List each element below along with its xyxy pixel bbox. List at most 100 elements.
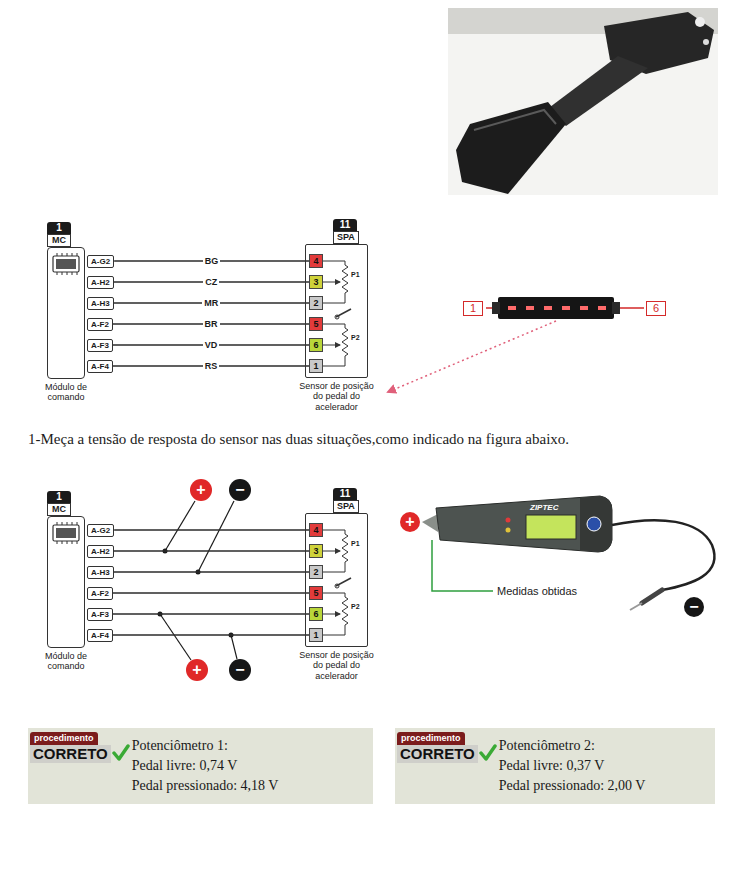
polarity-sign: − bbox=[689, 599, 698, 615]
result-line: Potenciômetro 2: bbox=[499, 736, 707, 756]
accelerator-pedal-photo bbox=[448, 8, 718, 195]
potentiometer-name: P1 bbox=[351, 539, 360, 548]
pin-number: 6 bbox=[310, 339, 322, 351]
pin-number: 3 bbox=[310, 276, 322, 288]
sensor-pin: 6 bbox=[309, 338, 323, 352]
pin-name: A-H2 bbox=[88, 277, 113, 288]
wire-color-code: BR bbox=[203, 319, 220, 330]
pin-number: 3 bbox=[310, 545, 322, 557]
wire-color-code: BG bbox=[203, 256, 221, 267]
control-module: 1MCMódulo de comando bbox=[47, 222, 85, 403]
meter-led bbox=[506, 518, 511, 523]
pin-name: A-G2 bbox=[88, 256, 113, 267]
meter-body bbox=[436, 496, 612, 552]
multimeter-probe bbox=[422, 496, 714, 610]
schematic-symbols bbox=[53, 253, 351, 366]
meter-brand: ZIPTEC bbox=[530, 503, 558, 513]
pin-name: A-F2 bbox=[88, 319, 112, 330]
pedal-highlight bbox=[474, 110, 556, 130]
meter-cable bbox=[612, 520, 714, 590]
pin-number: 1 bbox=[310, 629, 322, 641]
connector-terminal bbox=[526, 306, 534, 310]
wire-color-tag: CZ bbox=[203, 277, 219, 288]
unit-number: 11 bbox=[333, 219, 357, 231]
wire-color-code: CZ bbox=[203, 277, 219, 288]
pin-number: 2 bbox=[310, 566, 322, 578]
wire-color-code: RS bbox=[203, 361, 220, 372]
pin-number: 6 bbox=[647, 302, 665, 315]
pedal-sensor: 11SPASensor de posição do pedal do acele… bbox=[305, 488, 368, 681]
probe-positive: + bbox=[190, 479, 212, 501]
sensor-pin: 1 bbox=[309, 628, 323, 642]
wire-color-tag: VD bbox=[203, 340, 220, 351]
pin-name: A-F3 bbox=[88, 609, 112, 620]
wire-color-tag: BG bbox=[203, 256, 221, 267]
pin-number: 2 bbox=[310, 297, 322, 309]
chip-icon bbox=[53, 256, 79, 272]
potentiometer-name: P2 bbox=[351, 602, 360, 611]
wire bbox=[113, 634, 309, 635]
result-line: Pedal pressionado: 4,18 V bbox=[132, 776, 365, 796]
module-pin: A-G2 bbox=[87, 255, 114, 268]
unit-body bbox=[47, 516, 85, 648]
badge-top: procedimento bbox=[30, 732, 98, 745]
wire bbox=[114, 550, 309, 551]
sensor-pin: 1 bbox=[309, 359, 323, 373]
badge-word: CORRETO bbox=[397, 745, 478, 763]
pin-number-box: 6 bbox=[646, 301, 666, 316]
meter-negative: − bbox=[684, 597, 704, 617]
module-pin: A-F2 bbox=[87, 318, 113, 331]
connector-terminal bbox=[562, 306, 570, 310]
module-pin: A-H3 bbox=[87, 297, 114, 310]
potentiometer-wiper bbox=[323, 282, 340, 283]
polarity-sign: + bbox=[196, 482, 205, 498]
connector-terminal bbox=[598, 306, 606, 310]
probe-lead bbox=[198, 501, 234, 572]
unit-code: MC bbox=[47, 234, 71, 247]
pin-number: 1 bbox=[310, 360, 322, 372]
schematic-symbols-copy bbox=[53, 522, 351, 635]
probe-negative: − bbox=[229, 479, 251, 501]
unit-body bbox=[47, 247, 85, 379]
module-pin: A-F3 bbox=[87, 608, 113, 621]
unit-caption: Módulo de comando bbox=[38, 651, 94, 672]
result-line: Pedal livre: 0,37 V bbox=[499, 756, 707, 776]
pedal-pivot bbox=[335, 315, 339, 319]
potentiometer-name: P2 bbox=[351, 333, 360, 342]
polarity-sign: + bbox=[192, 662, 201, 678]
pin-number-box: 1 bbox=[463, 301, 483, 316]
sensor-pin: 3 bbox=[309, 544, 323, 558]
pedal-arm bbox=[546, 56, 648, 126]
meter-led bbox=[506, 528, 511, 533]
reading-note: Medidas obtidas bbox=[497, 584, 577, 598]
wire bbox=[114, 529, 309, 530]
sensor-pin: 2 bbox=[309, 296, 323, 310]
probe-negative: − bbox=[229, 659, 251, 681]
sensor-pin: 5 bbox=[309, 317, 323, 331]
sensor-pin: 4 bbox=[309, 523, 323, 537]
result-line: Potenciômetro 1: bbox=[132, 736, 365, 756]
unit-code: MC bbox=[47, 503, 71, 516]
unit-caption: Sensor de posição do pedal do acelerador bbox=[297, 650, 377, 681]
pin-number: 4 bbox=[310, 524, 322, 536]
location-arrow bbox=[388, 321, 556, 392]
badge-word: CORRETO bbox=[30, 745, 111, 763]
probe-leads bbox=[158, 501, 238, 660]
pin-number: 5 bbox=[310, 318, 322, 330]
module-pin: A-H2 bbox=[87, 545, 114, 558]
connector-latch bbox=[612, 302, 620, 314]
potentiometer-name: P1 bbox=[351, 539, 360, 548]
control-module: 1MCMódulo de comando bbox=[47, 491, 85, 672]
ground-probe bbox=[642, 590, 662, 603]
instruction-text: 1-Meça a tensão de resposta do sensor na… bbox=[28, 430, 569, 449]
housing-bolt bbox=[695, 17, 705, 27]
correct-badge: procedimentoCORRETO bbox=[397, 732, 478, 763]
wire-color-tag: BR bbox=[203, 319, 220, 330]
probe-lead bbox=[160, 614, 191, 660]
sensor-pin: 5 bbox=[309, 586, 323, 600]
meter-tip bbox=[422, 514, 438, 532]
potentiometer-name: P2 bbox=[351, 333, 360, 342]
connector-drawing bbox=[388, 297, 644, 392]
sensor-pin: 3 bbox=[309, 275, 323, 289]
